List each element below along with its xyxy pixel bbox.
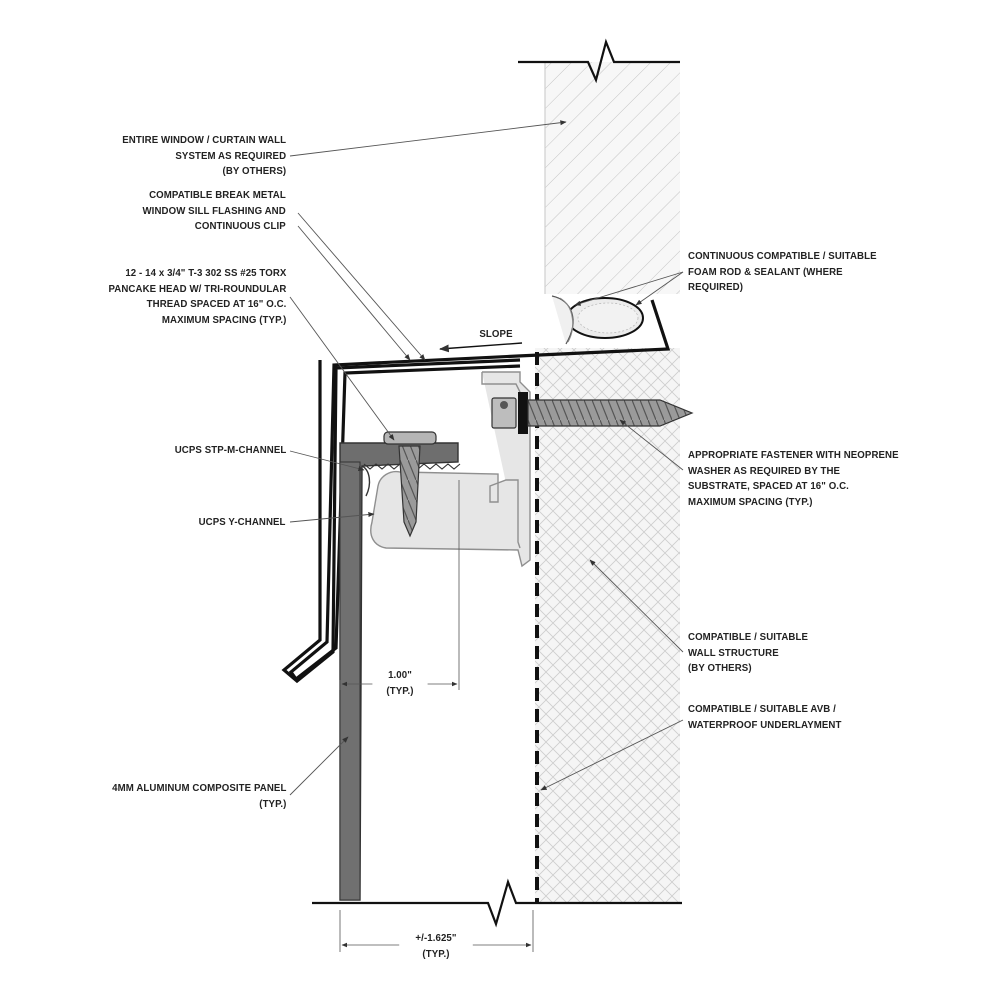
callout-sill-flashing: COMPATIBLE BREAK METAL WINDOW SILL FLASH… [142,189,286,232]
leader-stp-channel [289,450,365,472]
callout-acm-panel: 4MM ALUMINUM COMPOSITE PANEL (TYP.) [111,782,286,810]
leader-window-system [289,120,567,157]
callout-avb: COMPATIBLE / SUITABLE AVB / WATERPROOF U… [688,703,842,731]
fastener-head-dot [500,401,508,409]
callout-stp-channel: UCPS STP-M-CHANNEL [174,444,286,456]
callout-wall-structure: COMPATIBLE / SUITABLE WALL STRUCTURE (BY… [688,631,809,674]
callout-y-channel: UCPS Y-CHANNEL [199,516,286,528]
leader-wall-structure [589,559,684,653]
callout-fastener: APPROPRIATE FASTENER WITH NEOPRENE WASHE… [688,449,899,508]
callout-screw: 12 - 14 x 3/4" T-3 302 SS #25 TORX PANCA… [108,267,286,326]
leader-y-channel [289,512,375,523]
fastener-head [491,397,517,429]
leader-sill-flashing-b [297,225,411,361]
leader-foam-rod-b [635,271,684,306]
leader-fastener [619,419,684,471]
fastener-shank [527,399,694,427]
dim-gap-label: 1.00" (TYP.) [372,668,428,699]
stp-m-channel-inner [361,465,371,497]
dim-total-label: +/-1.625" (TYP.) [399,931,473,962]
acm-panel [339,461,361,901]
y-channel-top-leg [481,372,521,393]
callout-foam-rod: CONTINUOUS COMPATIBLE / SUITABLE FOAM RO… [688,250,877,293]
top-break-line [518,38,680,84]
foam-rod-core [577,302,639,334]
fastener-washer [518,392,528,434]
callout-window-system: ENTIRE WINDOW / CURTAIN WALL SYSTEM AS R… [122,134,286,177]
bottom-break-line [312,878,682,928]
leader-screw [289,296,395,441]
window-system-area [545,62,680,294]
slope-arrow [439,342,523,353]
sealant-bead-line [559,297,574,343]
wall-structure-area [535,348,680,904]
leader-sill-flashing-a [297,212,426,361]
sill-flashing-inner [281,358,521,684]
sealant-bead [551,295,574,345]
slope-label: SLOPE [479,328,513,340]
leader-acm-panel [289,736,349,796]
leader-foam-rod-a [574,271,684,306]
leader-avb [540,719,684,791]
screw-shank [398,445,421,538]
screw-head [383,431,437,445]
